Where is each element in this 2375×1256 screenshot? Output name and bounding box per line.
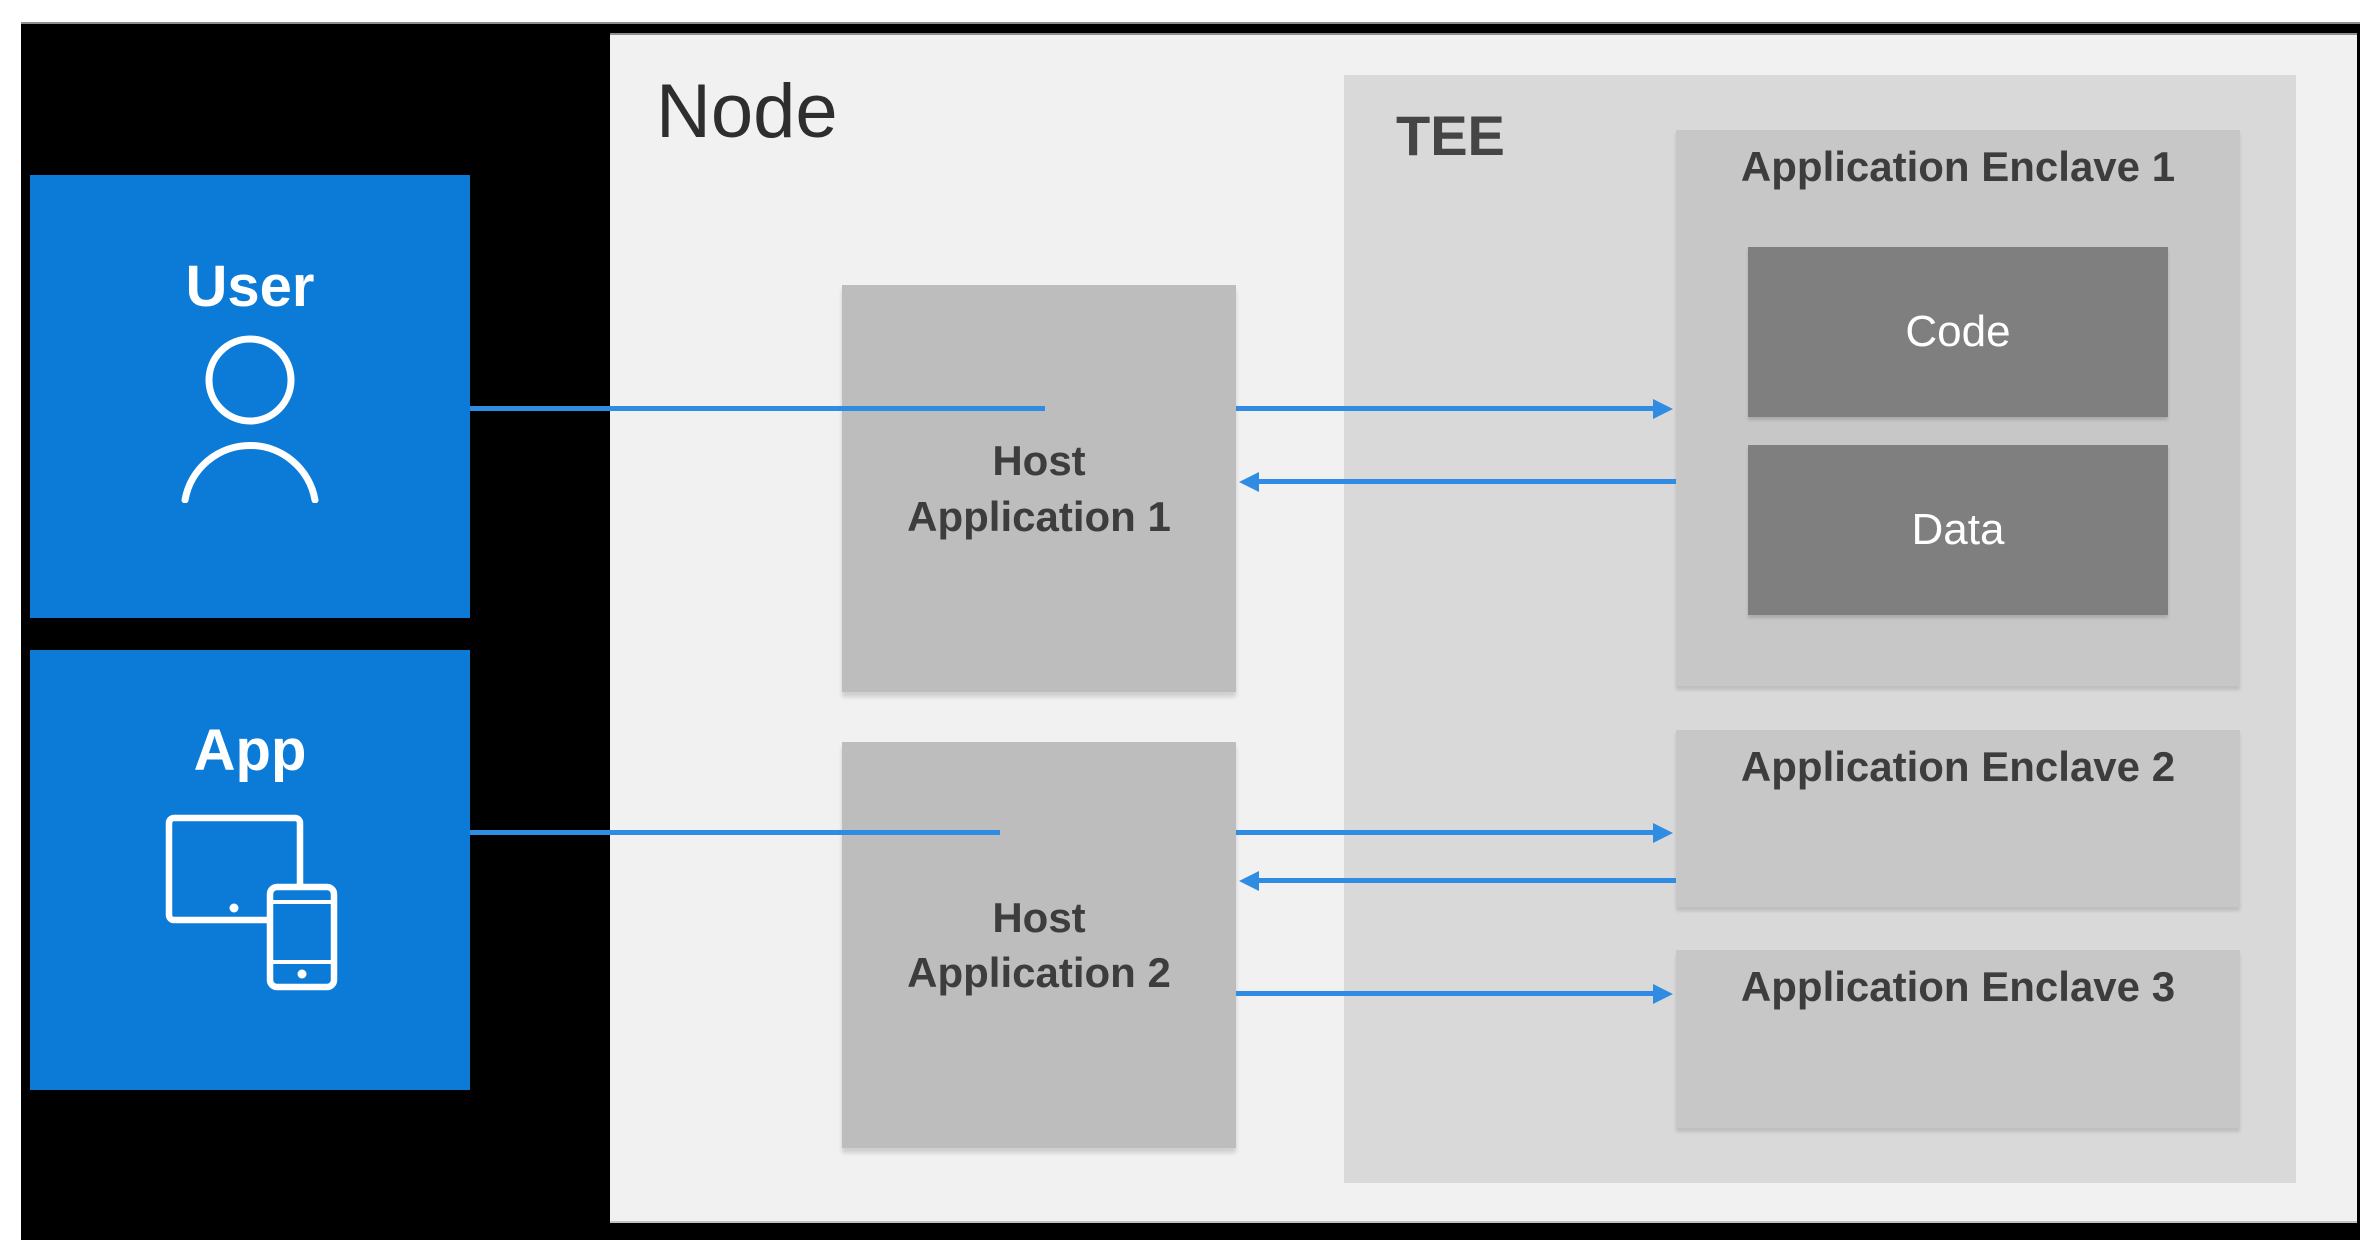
app-actor-box (30, 650, 470, 1090)
app-to-host2-line (470, 830, 1000, 835)
node-panel-title: Node (656, 69, 838, 154)
user-to-host1-line (470, 406, 1045, 411)
host-application-2-box: Host Application 2 (842, 742, 1236, 1148)
enclave2-to-host2-arrow (1258, 878, 1676, 883)
application-enclave-2-box: Application Enclave 2 (1676, 730, 2240, 907)
data-block: Data (1748, 445, 2168, 615)
application-enclave-2-title: Application Enclave 2 (1740, 743, 2176, 790)
application-enclave-1-box: Application Enclave 1 Code Data (1676, 130, 2240, 686)
app-actor-label: App (193, 718, 307, 783)
user-actor-label: User (185, 254, 315, 319)
tee-panel-title: TEE (1396, 104, 1505, 167)
application-enclave-3-title: Application Enclave 3 (1740, 963, 2176, 1010)
host1-to-enclave1-arrow (1236, 406, 1654, 411)
tablet-phone-icon (165, 814, 338, 991)
user-actor-box (30, 175, 470, 618)
host-application-1-box: Host Application 1 (842, 285, 1236, 692)
person-icon (181, 335, 319, 503)
host-application-1-label-line2: Application 1 (907, 492, 1171, 540)
enclave1-to-host1-arrow (1258, 479, 1676, 484)
host-application-2-label-line2: Application 2 (907, 949, 1171, 996)
host2-to-enclave3-arrow (1236, 991, 1654, 996)
host2-to-enclave2-arrow (1236, 830, 1654, 835)
host-application-2-label-line1: Host (992, 893, 1086, 941)
host-application-1-label-line1: Host (992, 437, 1086, 485)
application-enclave-3-box: Application Enclave 3 (1676, 950, 2240, 1128)
code-block: Code (1748, 247, 2168, 417)
application-enclave-1-title: Application Enclave 1 (1740, 143, 2176, 190)
